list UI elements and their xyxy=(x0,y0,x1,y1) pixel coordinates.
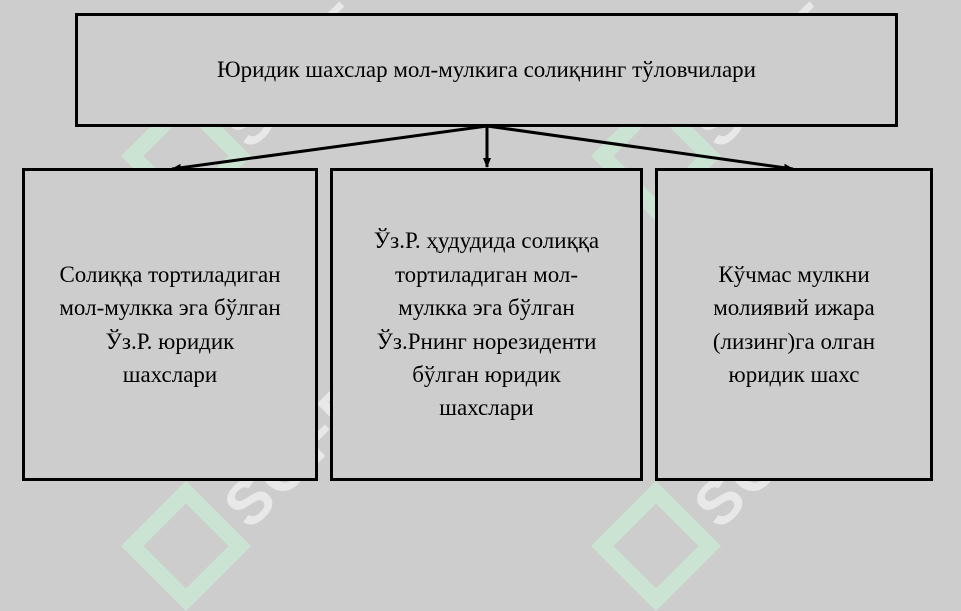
child-box-3: Кўчмас мулкни молиявий ижара (лизинг)га … xyxy=(655,168,933,481)
child-box-2-text: Ўз.Р. ҳудудида солиққа тортиладиган мол-… xyxy=(373,228,600,421)
root-box: Юридик шахслар мол-мулкига солиқнинг тўл… xyxy=(75,13,898,127)
child-box-3-text: Кўчмас мулкни молиявий ижара (лизинг)га … xyxy=(712,261,876,387)
child-box-2: Ўз.Р. ҳудудида солиққа тортиладиган мол-… xyxy=(330,168,643,481)
connector-arrows xyxy=(171,124,794,172)
root-box-text: Юридик шахслар мол-мулкига солиқнинг тўл… xyxy=(217,57,756,82)
child-box-1: Солиққа тортиладиган мол-мулкка эга бўлг… xyxy=(22,168,318,481)
child-box-1-text: Солиққа тортиладиган мол-мулкка эга бўлг… xyxy=(59,261,281,387)
arrow-to-box-3 xyxy=(486,124,794,172)
arrow-to-box-1 xyxy=(171,124,488,172)
